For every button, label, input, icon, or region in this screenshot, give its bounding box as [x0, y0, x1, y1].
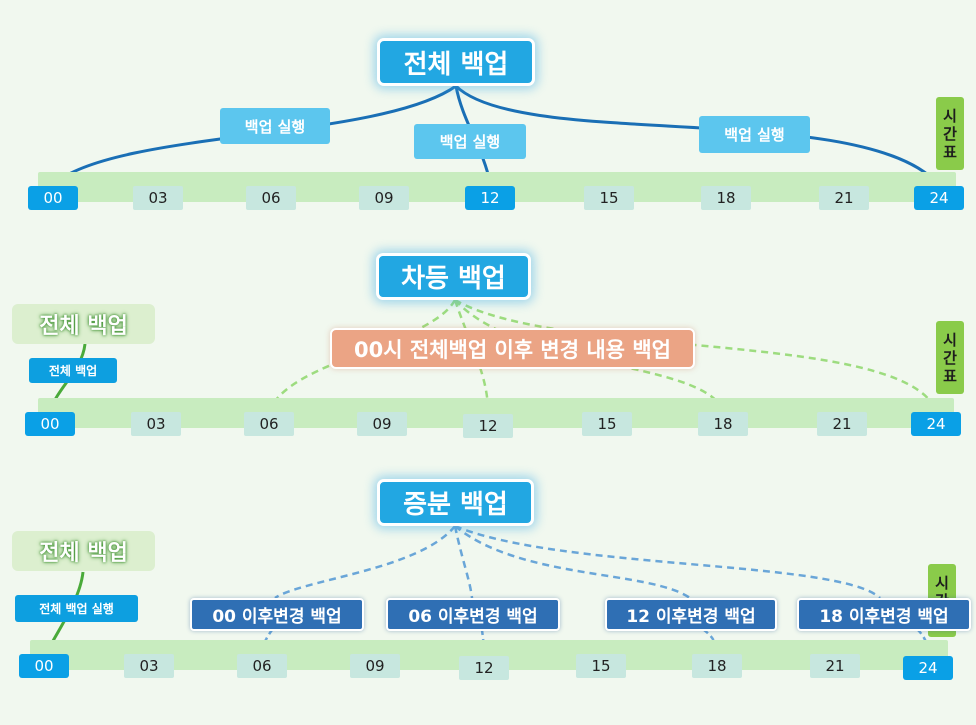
time-cell-15: 15 — [582, 412, 632, 436]
incr-prior-full-label: 전체 백업 실행 — [15, 595, 138, 622]
axis-char: 표 — [943, 366, 957, 385]
incr-change-00: 00 이후변경 백업 — [190, 598, 364, 631]
incr-fan-3 — [454, 525, 691, 600]
incr-change-12: 12 이후변경 백업 — [605, 598, 777, 631]
time-cell-21: 21 — [810, 654, 860, 678]
run-label-right: 백업 실행 — [699, 116, 810, 153]
time-cell-06: 06 — [244, 412, 294, 436]
time-cell-06: 06 — [237, 654, 287, 678]
time-cell-21: 21 — [817, 412, 867, 436]
time-cell-00: 00 — [28, 186, 78, 210]
axis-char: 시 — [943, 106, 957, 125]
time-cell-18: 18 — [701, 186, 751, 210]
time-cell-00: 00 — [25, 412, 75, 436]
time-cell-15: 15 — [584, 186, 634, 210]
time-cell-06: 06 — [246, 186, 296, 210]
full-backup-title: 전체 백업 — [377, 38, 535, 86]
time-cell-12: 12 — [465, 186, 515, 210]
axis-char: 표 — [943, 142, 957, 161]
time-cell-03: 03 — [124, 654, 174, 678]
time-cell-12: 12 — [463, 414, 513, 438]
time-cell-00: 00 — [19, 654, 69, 678]
time-cell-03: 03 — [131, 412, 181, 436]
incr-fan-1 — [274, 525, 456, 600]
incr-fan-2 — [453, 525, 474, 599]
time-cell-24: 24 — [903, 656, 953, 680]
diff-prior-full-backup: 전체 백업 — [12, 304, 155, 344]
incr-backup-title: 증분 백업 — [377, 479, 534, 526]
axis-char: 간 — [943, 124, 957, 143]
diff-prior-full-label: 전체 백업 — [29, 358, 117, 383]
axis-char: 간 — [943, 348, 957, 367]
time-cell-09: 09 — [357, 412, 407, 436]
time-cell-24: 24 — [914, 186, 964, 210]
time-cell-12: 12 — [459, 656, 509, 680]
arrow-to-24 — [454, 84, 939, 185]
run-label-left: 백업 실행 — [220, 108, 330, 144]
incr-change-06: 06 이후변경 백업 — [386, 598, 560, 631]
incr-fan-4 — [454, 524, 881, 599]
incr-prior-full-backup: 전체 백업 — [12, 531, 155, 571]
time-axis-tag-2: 시 간 표 — [936, 321, 964, 394]
time-axis-tag-1: 시 간 표 — [936, 97, 964, 170]
time-cell-18: 18 — [698, 412, 748, 436]
time-cell-15: 15 — [576, 654, 626, 678]
axis-char: 시 — [943, 330, 957, 349]
time-cell-18: 18 — [692, 654, 742, 678]
incr-backup-arrows — [45, 524, 934, 656]
diff-backup-title: 차등 백업 — [376, 253, 531, 300]
time-cell-09: 09 — [350, 654, 400, 678]
axis-char: 시 — [935, 573, 949, 592]
diff-change-note: 00시 전체백업 이후 변경 내용 백업 — [330, 328, 695, 369]
time-cell-03: 03 — [133, 186, 183, 210]
incr-change-18: 18 이후변경 백업 — [797, 598, 971, 631]
time-cell-24: 24 — [911, 412, 961, 436]
time-cell-09: 09 — [359, 186, 409, 210]
time-cell-21: 21 — [819, 186, 869, 210]
run-label-center: 백업 실행 — [414, 124, 526, 159]
